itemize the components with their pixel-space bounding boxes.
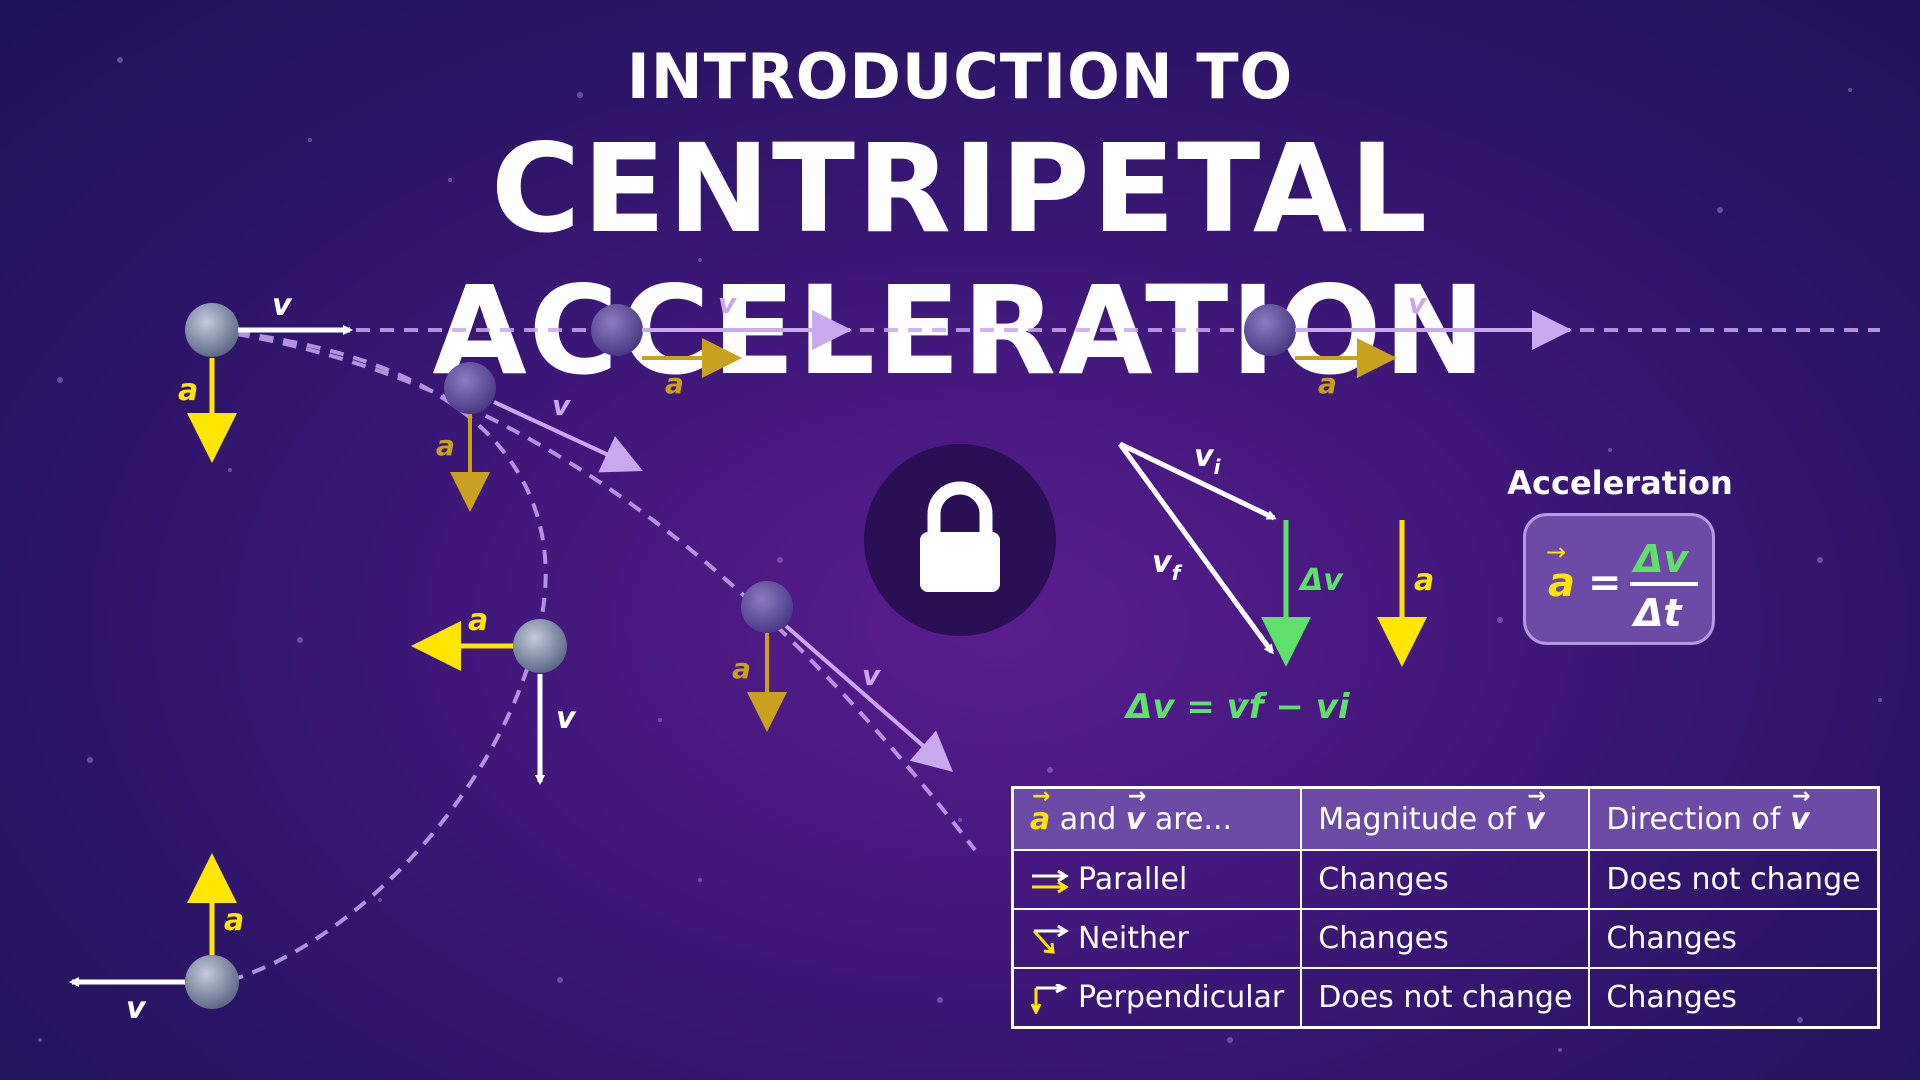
vi-label: vi bbox=[1194, 439, 1222, 479]
delta-v-equation: Δv = vf − vi bbox=[1123, 687, 1351, 727]
table-row: Parallel Changes Does not change bbox=[1011, 849, 1880, 910]
velocity-label: v bbox=[718, 287, 737, 320]
perpendicular-arrows-icon bbox=[1030, 983, 1068, 1014]
curved-path bbox=[211, 328, 548, 987]
velocity-label: v bbox=[126, 991, 147, 1026]
table-header-row: a and v are... Magnitude of v Direction … bbox=[1011, 784, 1880, 851]
ball bbox=[444, 362, 496, 414]
acceleration-formula: a → = Δv Δt bbox=[1523, 513, 1715, 645]
title-line-1: INTRODUCTION TO bbox=[626, 40, 1294, 113]
acceleration-label: a bbox=[665, 367, 684, 400]
formula-lhs: a bbox=[1548, 560, 1575, 606]
acceleration-label: a bbox=[1414, 563, 1434, 598]
vf-label: vf bbox=[1152, 545, 1183, 585]
column-header-magnitude: Magnitude of v bbox=[1300, 784, 1591, 851]
table-row: Neither Changes Changes bbox=[1011, 908, 1880, 969]
ball bbox=[1244, 304, 1296, 356]
acceleration-label: a bbox=[178, 373, 198, 408]
svg-text:→: → bbox=[1546, 538, 1566, 566]
ball bbox=[591, 304, 643, 356]
angled-arrows-icon bbox=[1032, 924, 1069, 954]
lock-badge[interactable] bbox=[864, 444, 1056, 636]
acceleration-heading: Acceleration bbox=[1507, 464, 1733, 502]
velocity-label: v bbox=[552, 389, 571, 422]
column-header-direction: Direction of v bbox=[1588, 784, 1880, 851]
title-line-2: CENTRIPETAL ACCELERATION bbox=[432, 118, 1488, 402]
acceleration-label: a bbox=[468, 603, 488, 638]
acceleration-label: a bbox=[1318, 367, 1337, 400]
ball bbox=[185, 303, 239, 357]
comparison-table: a and v are... Magnitude of v Direction … bbox=[1011, 784, 1880, 1029]
parallel-arrows-icon bbox=[1032, 869, 1069, 893]
acceleration-label: a bbox=[732, 652, 751, 685]
delta-v-label: Δv bbox=[1298, 563, 1344, 598]
ball bbox=[741, 581, 793, 633]
diagonal-path bbox=[211, 328, 977, 852]
ball bbox=[185, 955, 239, 1009]
padlock-icon bbox=[920, 481, 1000, 592]
vi-arrow bbox=[1118, 441, 1277, 521]
column-header-relation: a and v are... bbox=[1011, 784, 1303, 851]
velocity-label: v bbox=[556, 701, 577, 736]
acceleration-label: a bbox=[224, 903, 244, 938]
vf-arrow bbox=[1117, 442, 1275, 655]
velocity-label: v bbox=[862, 659, 881, 692]
svg-text:=: = bbox=[1588, 560, 1622, 606]
table-row: Perpendicular Does not change Changes bbox=[1011, 967, 1880, 1029]
formula-denominator: Δt bbox=[1631, 591, 1683, 635]
velocity-arrow bbox=[784, 624, 954, 772]
velocity-arrow bbox=[493, 400, 643, 473]
velocity-label: v bbox=[1408, 287, 1427, 320]
formula-numerator: Δv bbox=[1631, 537, 1689, 581]
velocity-label: v bbox=[272, 288, 293, 323]
acceleration-label: a bbox=[436, 429, 455, 462]
ball bbox=[513, 619, 567, 673]
